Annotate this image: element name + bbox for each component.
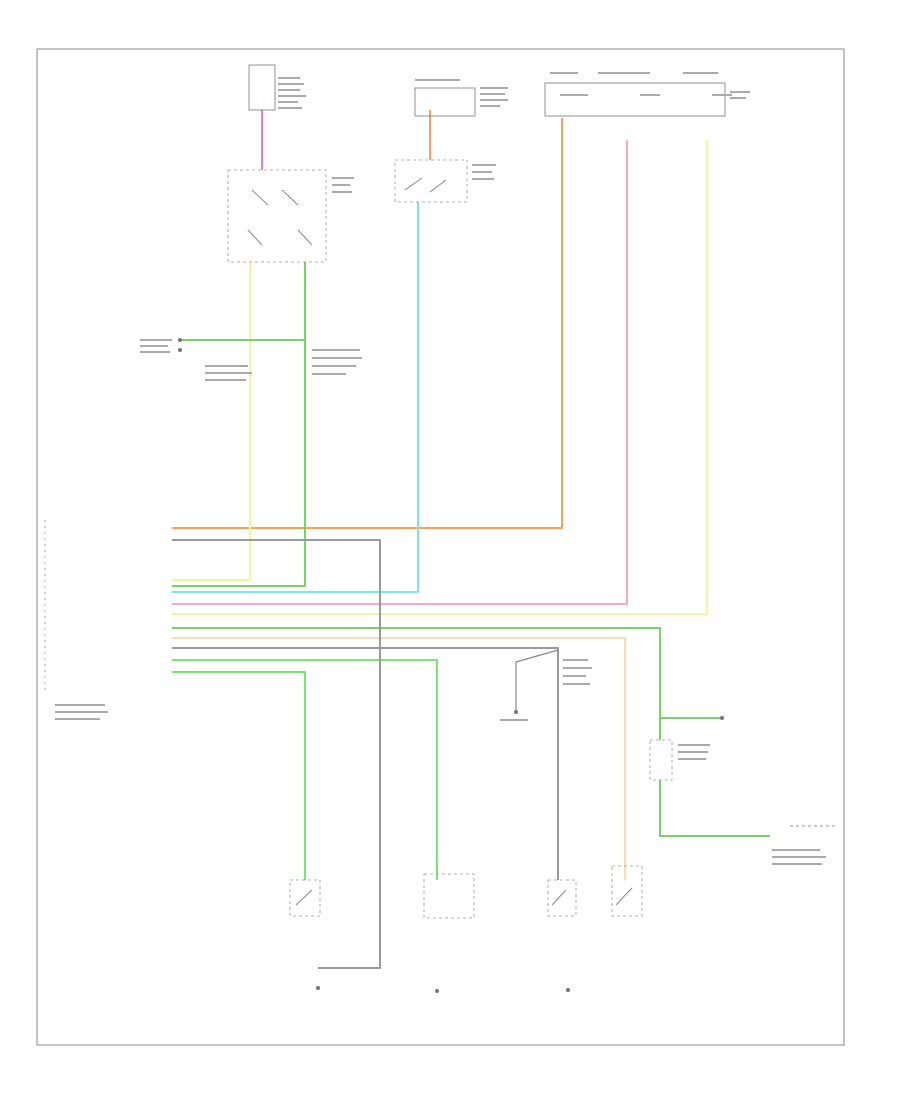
turn-signal-switch [227,169,354,263]
fuse-block [544,72,750,117]
wire-green-brake [172,627,661,740]
wire-tan [172,637,626,880]
wire-orange-battery [172,118,563,529]
wire-green-seat [172,659,438,880]
ign-switch [394,159,496,203]
wire-yellow-ign [172,140,708,615]
passenger-door-switch [423,873,475,993]
wire-green-door [172,671,306,880]
driver-door-switch [289,879,321,990]
diagram-frame [36,48,845,1046]
ground-splice [563,659,592,685]
wire-gray-door [172,647,559,880]
splice-pack [140,338,362,381]
wire-pink [172,140,628,605]
ground-node [500,710,528,721]
body-control-module [44,520,108,720]
battery-junction [414,79,508,117]
wire-gray-ground [172,539,381,969]
pcm-connector [772,825,835,865]
seat-belt-switch [547,879,577,992]
headlamp-switch [248,64,306,111]
wire-black-ground [515,649,559,710]
wire-yellow-left [172,262,251,581]
brake-switch [649,716,724,781]
wire-green-right [172,262,306,587]
wire-green-pcm [659,780,770,837]
wire-cyan [172,202,419,593]
park-brake-switch [611,865,643,917]
